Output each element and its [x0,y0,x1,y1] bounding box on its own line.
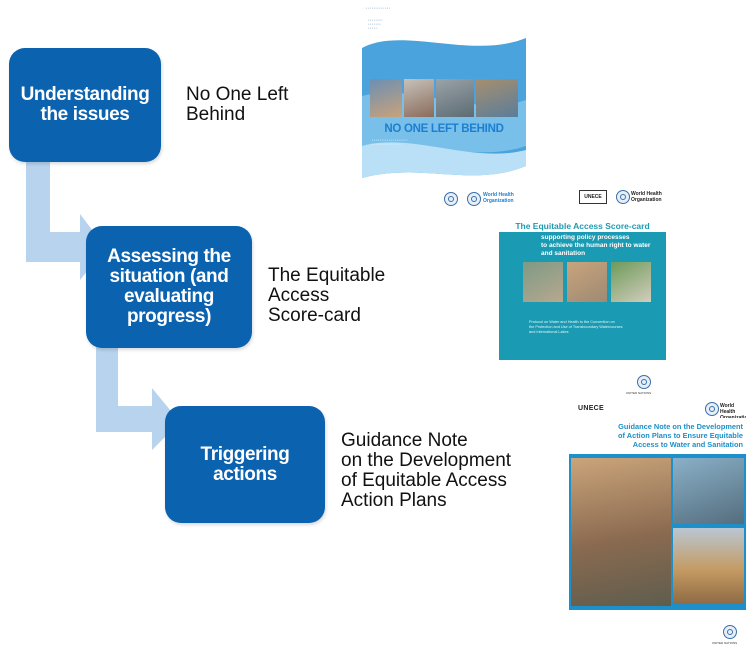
unece-logo-text: UNECE [578,405,605,412]
step-title: Assessing the situation (and evaluating … [107,246,231,327]
cover-photo [567,262,607,302]
cover-photo [673,458,744,524]
step-box-triggering: Triggering actions [165,406,325,523]
cover-photo [436,79,474,117]
who-logo-text: World Health Organization [631,191,662,203]
unece-logo: UNECE [579,190,607,204]
cover-footer-text: Protocol on Water and Health to the Conv… [529,320,623,334]
cover-no-one-left-behind: ▪ ▪ ▪ ▪ ▪ ▪ ▪ ▪ ▪ ▪ ▪ ▪ ▪ ▪ ▪ ▪ ▪ ▪ ▪ ▪ … [362,4,526,210]
cover-title: The Equitable Access Score-card [515,221,650,231]
who-emblem-icon [467,192,481,206]
step-description: No One Left Behind [186,84,289,125]
cover-title: NO ONE LEFT BEHIND [384,123,504,135]
cover-title: Guidance Note on the Development of Acti… [618,422,743,449]
un-caption: UNITED NATIONS [712,641,738,645]
un-emblem-icon [723,625,737,639]
cover-guidance-note: Guidance Note on the Development of Acti… [569,418,746,610]
step-title: Understanding the issues [20,84,150,125]
connector-arrow-2 [96,330,180,450]
cover-photo [404,79,434,117]
cover-subtitle: supporting policy processes to achieve t… [541,234,651,257]
step-box-understanding: Understanding the issues [9,48,161,162]
cover-equitable-access-scorecard: The Equitable Access Score-card supporti… [499,220,666,360]
cover-photo [370,79,402,117]
who-emblem-icon [616,190,630,204]
step-description: The Equitable Access Score-card [268,265,386,326]
who-logo-text: World Health Organization [483,192,514,204]
cover-photo [673,528,744,604]
cover-photo [523,262,563,302]
step-box-assessing: Assessing the situation (and evaluating … [86,226,252,348]
step-title: Triggering actions [200,443,290,485]
un-caption: UNITED NATIONS [626,391,652,395]
cover-photo [611,262,651,302]
who-emblem-icon [705,402,719,416]
cover-photo [571,458,671,606]
un-emblem-icon [444,192,458,206]
cover-photo [476,79,518,117]
step-description: Guidance Note on the Development of Equi… [341,430,512,511]
un-emblem-icon [637,375,651,389]
